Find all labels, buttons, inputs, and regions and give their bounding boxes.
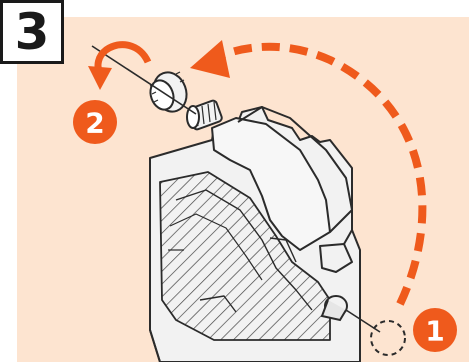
callout-badge-1: 1 (413, 308, 457, 352)
callout-label-1: 1 (425, 315, 444, 348)
step-number-box: 3 (0, 0, 64, 64)
rotate-arrow-icon (88, 45, 148, 90)
cartridge-body (150, 107, 360, 362)
callout-label-2: 2 (85, 107, 104, 140)
callout-badge-2: 2 (73, 100, 117, 144)
dashed-circle-icon (371, 321, 405, 355)
knob-cap-icon (147, 68, 192, 117)
step-number: 3 (15, 7, 50, 57)
